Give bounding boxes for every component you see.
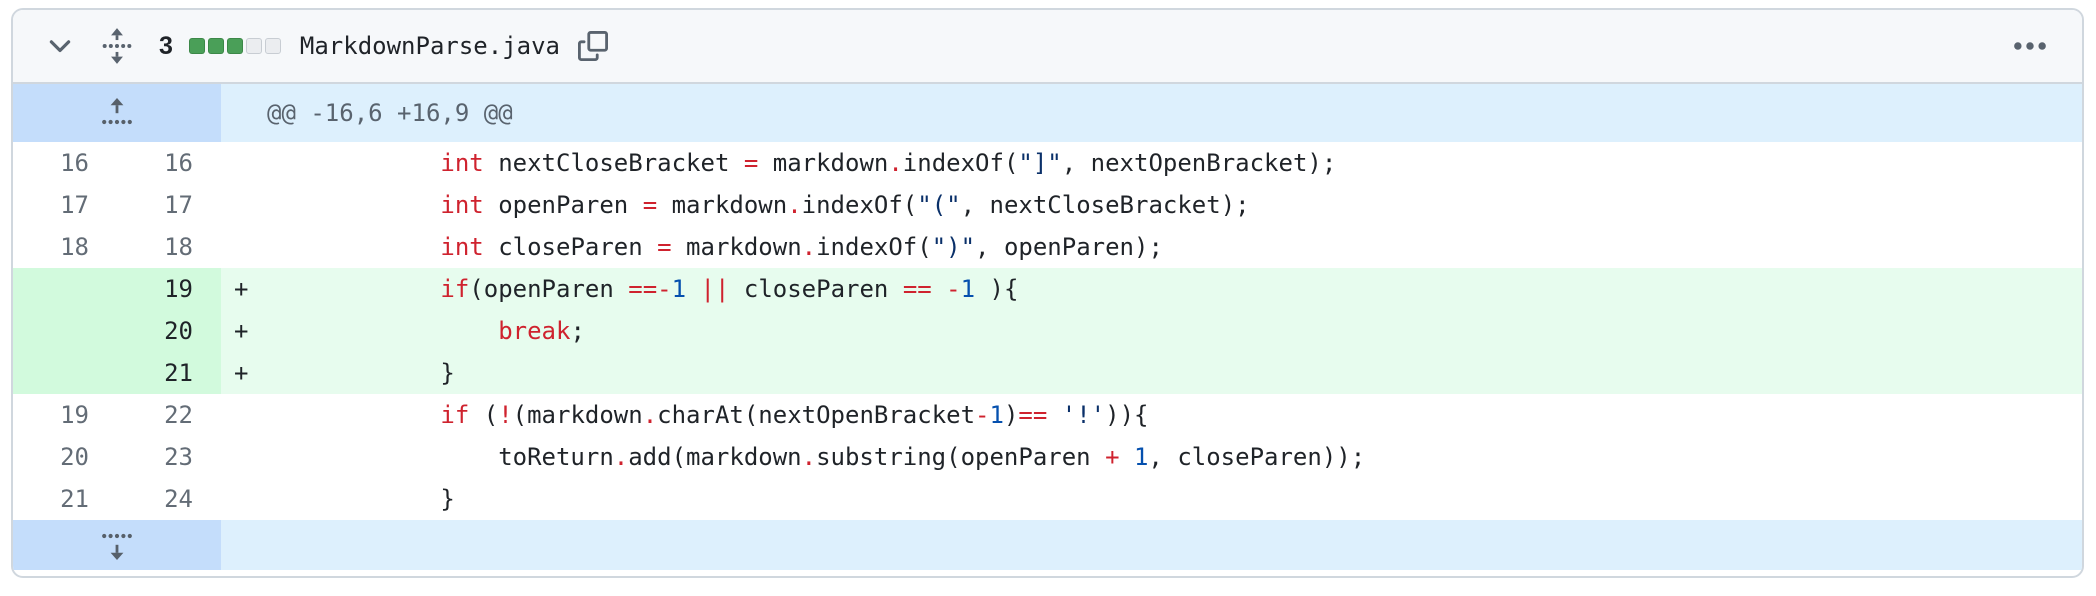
diffstat-added-square <box>226 38 243 54</box>
file-header: 3 MarkdownParse.java <box>13 10 2082 84</box>
file-name: MarkdownParse.java <box>299 32 560 60</box>
diff-marker <box>221 394 259 436</box>
diffstat-added-square <box>188 38 205 54</box>
code-content: } <box>440 485 455 513</box>
diff-marker: + <box>221 268 259 310</box>
expand-down-button[interactable] <box>13 520 221 570</box>
diff-marker: + <box>221 310 259 352</box>
new-line-number[interactable]: 24 <box>117 478 221 520</box>
diffstat <box>188 38 284 54</box>
changed-lines-count: 3 <box>159 31 173 60</box>
fold-down-icon <box>99 528 135 562</box>
diff-marker <box>221 142 259 184</box>
new-line-number[interactable]: 18 <box>117 226 221 268</box>
old-line-number[interactable] <box>13 268 117 310</box>
chevron-down-icon <box>45 31 75 61</box>
old-line-number[interactable]: 20 <box>13 436 117 478</box>
code-content: int closeParen = markdown.indexOf(")", o… <box>440 233 1163 261</box>
old-line-number[interactable]: 18 <box>13 226 117 268</box>
old-line-number[interactable]: 21 <box>13 478 117 520</box>
diff-marker: + <box>221 352 259 394</box>
new-line-number[interactable]: 20 <box>117 310 221 352</box>
unfold-all-button[interactable] <box>97 23 137 69</box>
expand-up-button[interactable] <box>13 84 221 142</box>
old-line-number[interactable]: 17 <box>13 184 117 226</box>
collapse-file-button[interactable] <box>43 29 77 63</box>
code-content: toReturn.add(markdown.substring(openPare… <box>498 443 1366 471</box>
expand-footer-row <box>13 520 2082 570</box>
hunk-header-text: @@ -16,6 +16,9 @@ <box>221 84 2082 142</box>
old-line-number[interactable]: 16 <box>13 142 117 184</box>
code-content: if (!(markdown.charAt(nextOpenBracket-1)… <box>440 401 1149 429</box>
fold-up-icon <box>99 96 135 130</box>
diff-line: 21+ } <box>13 352 2082 394</box>
kebab-horizontal-icon <box>2012 28 2048 64</box>
diff-marker <box>221 478 259 520</box>
copy-icon <box>578 31 608 61</box>
code-content: break; <box>259 310 2082 352</box>
diff-line: 19+ if(openParen ==-1 || closeParen == -… <box>13 268 2082 310</box>
diffstat-added-square <box>207 38 224 54</box>
new-line-number[interactable]: 19 <box>117 268 221 310</box>
code-content: int openParen = markdown.indexOf("(", ne… <box>440 191 1250 219</box>
diff-file-card: 3 MarkdownParse.java <box>11 8 2084 578</box>
diff-marker <box>221 226 259 268</box>
old-line-number[interactable]: 19 <box>13 394 117 436</box>
diffstat-neutral-square <box>264 38 281 54</box>
code-content: } <box>259 352 2082 394</box>
unfold-icon <box>100 26 134 66</box>
diff-marker <box>221 184 259 226</box>
code-content: int nextCloseBracket = markdown.indexOf(… <box>440 149 1337 177</box>
diff-marker <box>221 436 259 478</box>
new-line-number[interactable]: 17 <box>117 184 221 226</box>
hunk-header-row: @@ -16,6 +16,9 @@ <box>13 84 2082 142</box>
new-line-number[interactable]: 16 <box>117 142 221 184</box>
copy-path-button[interactable] <box>572 25 614 67</box>
old-line-number[interactable] <box>13 310 117 352</box>
new-line-number[interactable]: 21 <box>117 352 221 394</box>
diffstat-neutral-square <box>245 38 262 54</box>
expand-footer-fill <box>221 520 2082 570</box>
old-line-number[interactable] <box>13 352 117 394</box>
code-content: if(openParen ==-1 || closeParen == -1 ){ <box>259 268 2082 310</box>
new-line-number[interactable]: 22 <box>117 394 221 436</box>
diff-line: 20+ break; <box>13 310 2082 352</box>
file-options-button[interactable] <box>2008 24 2052 68</box>
new-line-number[interactable]: 23 <box>117 436 221 478</box>
